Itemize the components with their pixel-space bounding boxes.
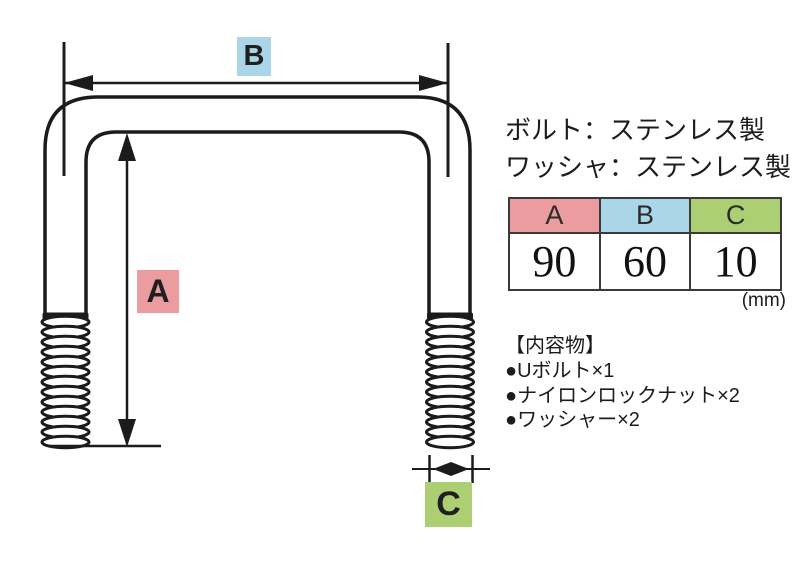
table-header-c: C [689, 197, 782, 234]
table-header-a: A [508, 197, 601, 234]
bolt-body [43, 95, 472, 317]
material-notes: ボルト：ステンレス製 ワッシャ：ステンレス製 [505, 112, 791, 186]
table-value-c: 10 [689, 232, 782, 291]
table-value-row: 90 60 10 [508, 232, 782, 291]
dimension-table: A B C 90 60 10 [508, 197, 782, 291]
contents-item: ●Uボルト×1 [505, 360, 615, 382]
table-value-b: 60 [598, 232, 692, 291]
dim-label-b: B [237, 37, 271, 76]
arrowhead-up [118, 133, 136, 161]
contents-heading: 【内容物】 [505, 335, 605, 357]
material-washer-line: ワッシャ：ステンレス製 [505, 152, 792, 182]
dimension-b-arrow [62, 42, 450, 177]
dim-label-c: C [425, 482, 472, 527]
threads-left [40, 311, 91, 450]
contents-item: ●ワッシャー×2 [505, 409, 640, 431]
table-header-row: A B C [508, 197, 782, 234]
table-value-a: 90 [508, 232, 601, 291]
contents-item: ●ナイロンロックナット×2 [505, 384, 740, 407]
u-bolt-diagram [40, 42, 490, 483]
unit-label: (mm) [741, 290, 786, 311]
dim-label-a: A [137, 270, 179, 313]
arrowhead-right [419, 75, 448, 91]
dimension-c-arrow [412, 455, 490, 483]
arrowhead-left [64, 75, 93, 91]
contents-list: 【内容物】 ●Uボルト×1 ●ナイロンロックナット×2 ●ワッシャー×2 [505, 334, 740, 433]
double-arrowhead [433, 462, 469, 476]
dimension-a-arrow [48, 133, 161, 448]
threads-right [425, 311, 475, 450]
arrowhead-down [118, 419, 136, 447]
table-header-b: B [598, 197, 692, 234]
material-bolt-line: ボルト：ステンレス製 [505, 115, 766, 145]
